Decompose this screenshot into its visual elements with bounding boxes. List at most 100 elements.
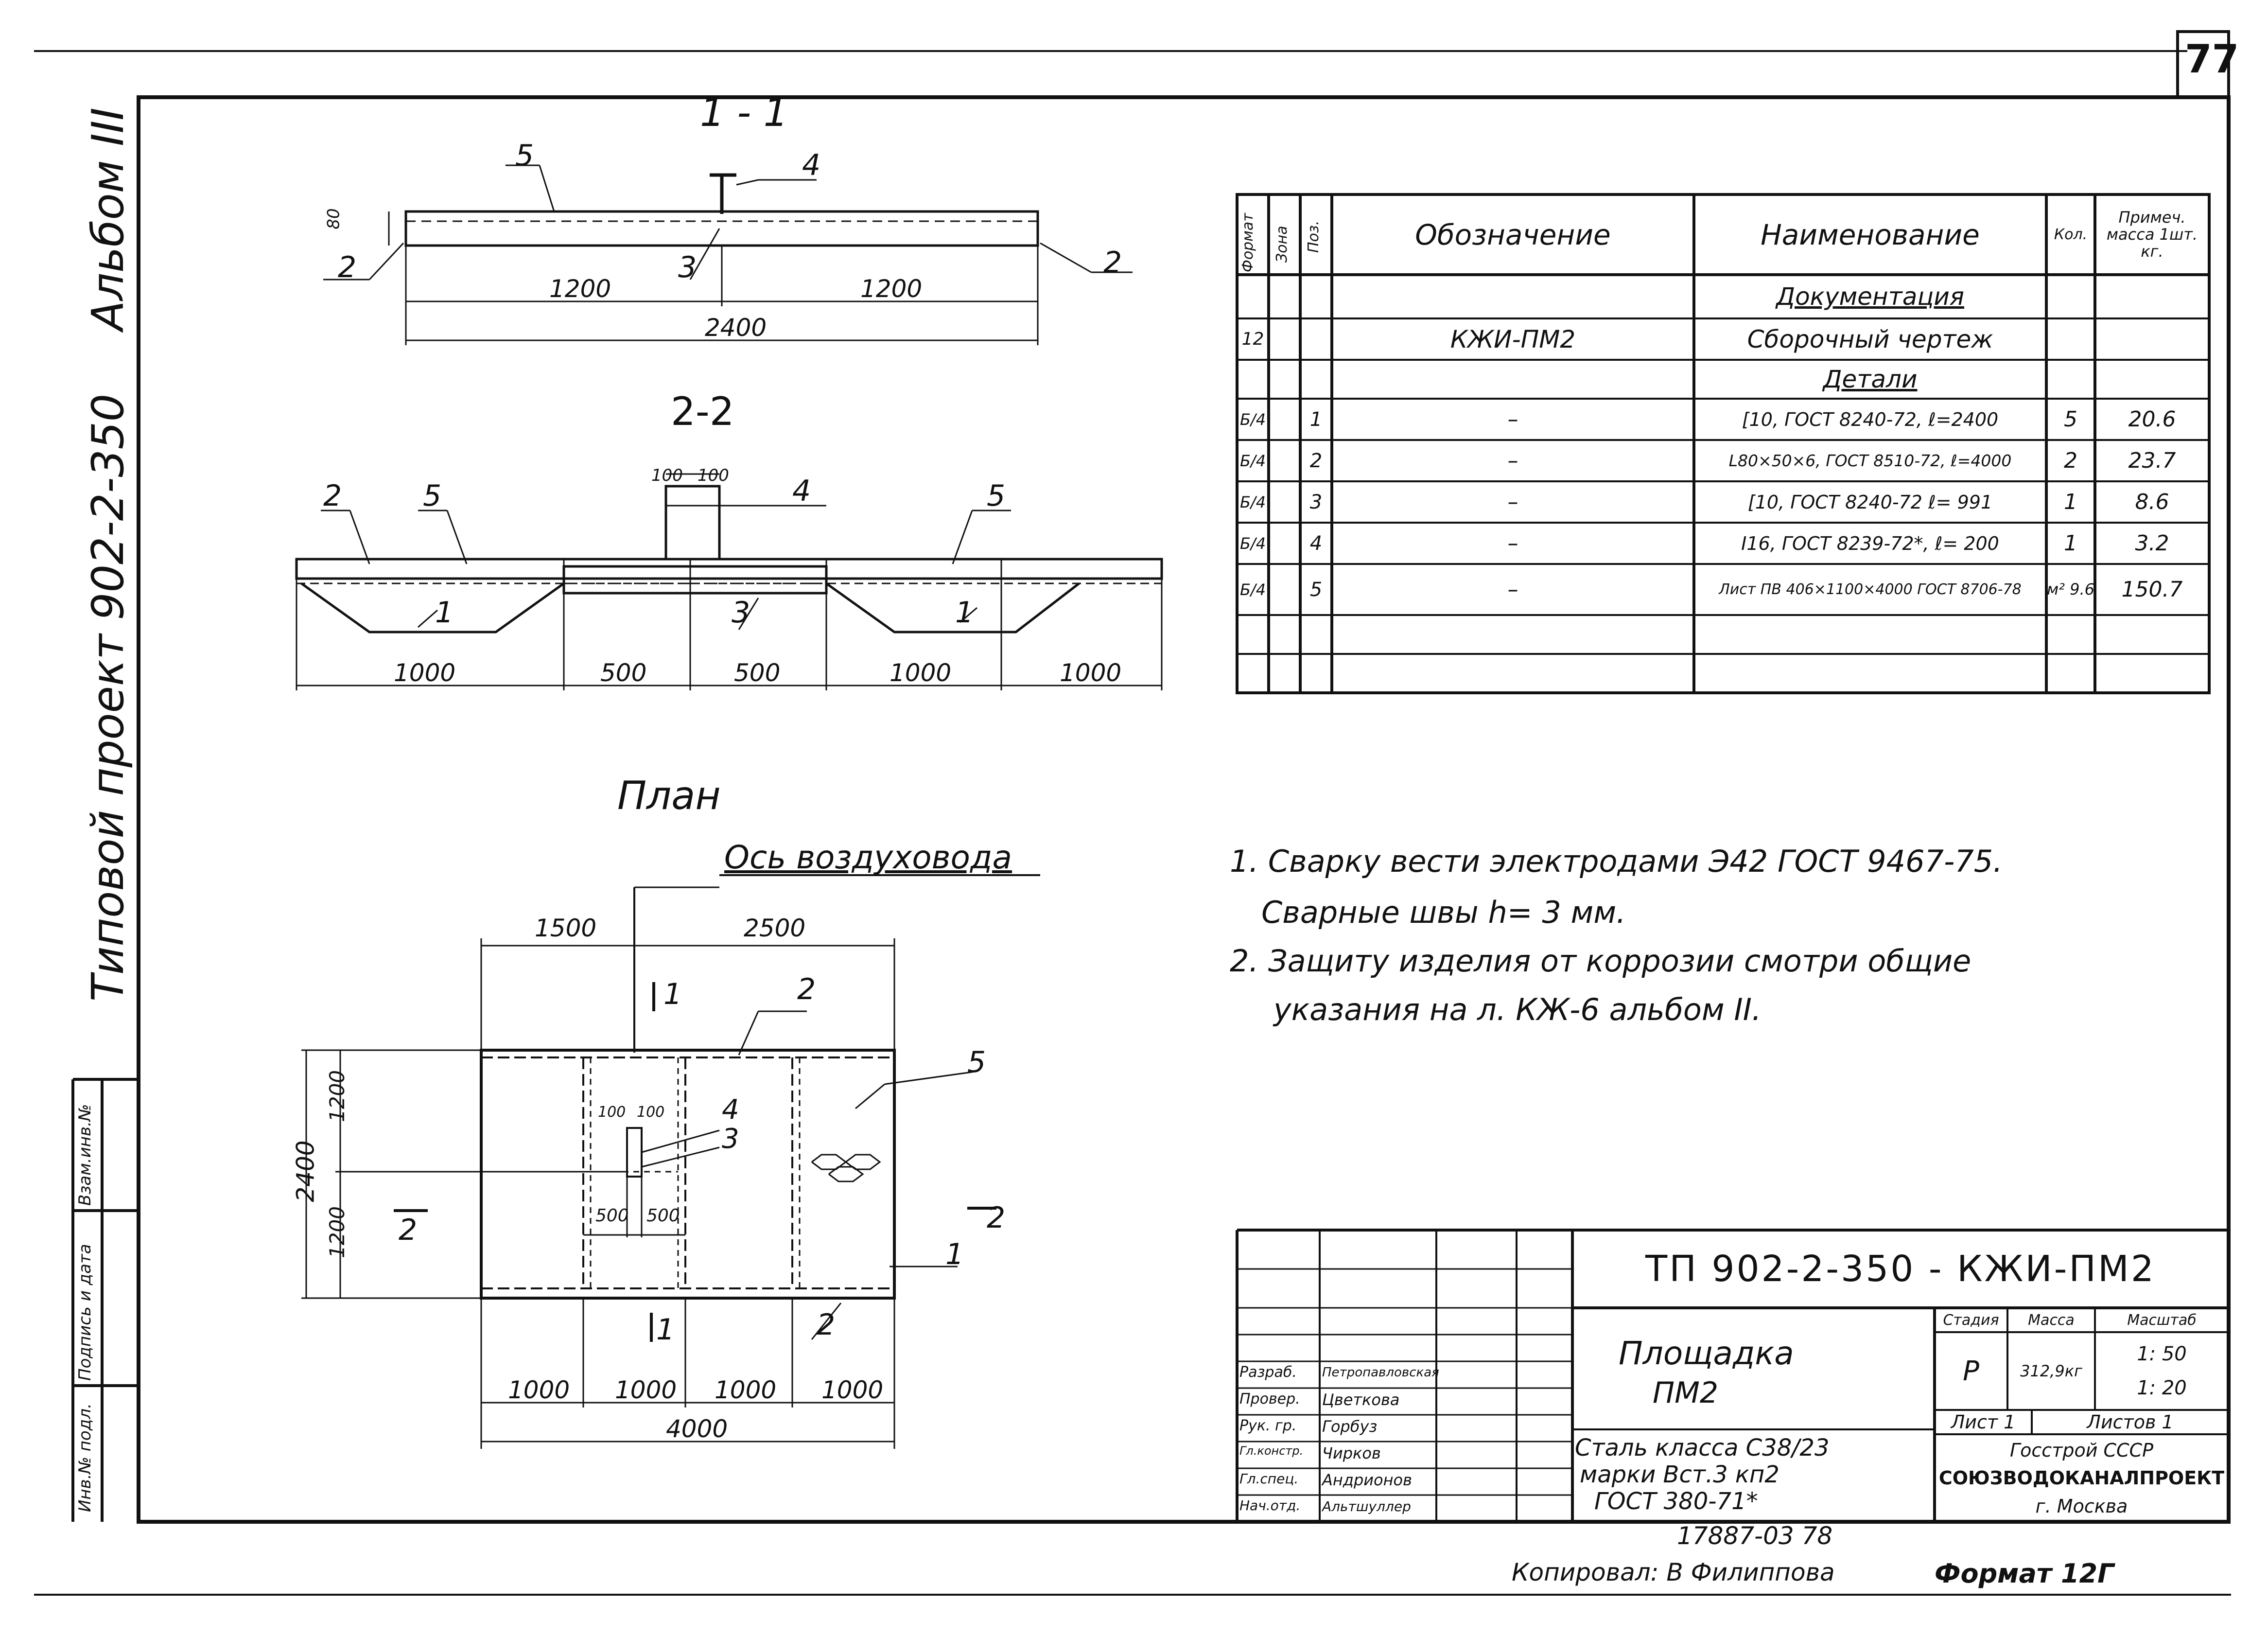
title-scale-label: Масштаб bbox=[2127, 1311, 2197, 1329]
spec-row-3-format: Б/4 bbox=[1239, 493, 1266, 511]
spec-header-format: Формат bbox=[1239, 213, 1256, 272]
mark-s1-5: 5 bbox=[515, 139, 534, 173]
spec-row-3-qty: 1 bbox=[2064, 490, 2077, 514]
spec-header-zone: Зона bbox=[1274, 226, 1291, 263]
role-2: Рук. гр. bbox=[1239, 1417, 1297, 1434]
role-5: Нач.отд. bbox=[1239, 1497, 1301, 1514]
spec-row-0-name: Сборочный чертеж bbox=[1747, 325, 1993, 353]
side-strip-label-1: Инв.№ подл. bbox=[75, 1403, 95, 1512]
mark-s2-1-left: 1 bbox=[435, 596, 454, 630]
spec-row-0-format: 12 bbox=[1241, 329, 1264, 349]
spec-header-pos: Поз. bbox=[1305, 220, 1322, 253]
mark-s2-1-right: 1 bbox=[955, 596, 974, 630]
dim-plan-inner-100b: 100 bbox=[637, 1104, 665, 1121]
title-code: ТП 902-2-350 - КЖИ-ПМ2 bbox=[1645, 1248, 2156, 1290]
spec-row-3-note: 8.6 bbox=[2135, 490, 2169, 514]
note-2b: указания на л. КЖ-6 альбом II. bbox=[1274, 992, 1762, 1027]
spec-header-note: Примеч. масса 1шт. кг. bbox=[2106, 208, 2198, 261]
spec-header-qty: Кол. bbox=[2054, 226, 2088, 243]
footer-format: Формат 12Г bbox=[1935, 1558, 2114, 1589]
role-0-name: Петропавловская bbox=[1322, 1365, 1439, 1380]
role-3: Гл.констр. bbox=[1239, 1444, 1304, 1458]
dim-plan-inner-500a: 500 bbox=[595, 1206, 629, 1226]
mark-plan-3: 3 bbox=[722, 1123, 739, 1155]
dim-s1-right: 1200 bbox=[860, 275, 923, 303]
note-2: 2. Защиту изделия от коррозии смотри общ… bbox=[1230, 943, 1971, 979]
spec-header-name: Наименование bbox=[1761, 218, 1980, 251]
spec-row-1-qty: 5 bbox=[2064, 407, 2077, 432]
dim-plan-b3: 1000 bbox=[715, 1376, 777, 1404]
dim-s2-d5: 1000 bbox=[1060, 659, 1122, 687]
spec-row-5-designation: – bbox=[1507, 577, 1518, 602]
title-material-3: ГОСТ 380-71* bbox=[1594, 1488, 1758, 1515]
title-scale-1: 1: 50 bbox=[2137, 1343, 2187, 1365]
cut-mark-2-right: 2 bbox=[987, 1201, 1006, 1235]
note-1b: Сварные швы h= 3 мм. bbox=[1261, 895, 1626, 930]
spec-row-4-note: 3.2 bbox=[2135, 531, 2169, 556]
dim-s2-top-b: 100 bbox=[698, 466, 729, 485]
role-5-name: Альтшуллер bbox=[1322, 1498, 1411, 1514]
title-stage: Р bbox=[1963, 1355, 1979, 1387]
dim-s1-h80: 80 bbox=[324, 208, 344, 229]
spec-row-4-name: I16, ГОСТ 8239-72*, ℓ= 200 bbox=[1741, 532, 1999, 554]
spec-row-2-format: Б/4 bbox=[1239, 451, 1266, 470]
footer-archive: 17887-03 78 bbox=[1677, 1522, 1833, 1550]
role-1-name: Цветкова bbox=[1322, 1391, 1400, 1409]
dim-plan-left-top: 1200 bbox=[325, 1070, 349, 1122]
dim-s1-left: 1200 bbox=[549, 275, 611, 303]
mark-plan-5: 5 bbox=[967, 1045, 986, 1079]
dim-plan-inner-100a: 100 bbox=[598, 1104, 626, 1121]
dim-plan-total: 4000 bbox=[666, 1415, 728, 1443]
role-0: Разраб. bbox=[1239, 1364, 1297, 1381]
spec-row-4-format: Б/4 bbox=[1239, 534, 1266, 553]
spec-header-designation: Обозначение bbox=[1415, 218, 1611, 251]
spec-section-parts: Детали bbox=[1823, 365, 1918, 393]
spec-row-5-pos: 5 bbox=[1309, 578, 1323, 601]
spec-row-4-qty: 1 bbox=[2064, 531, 2077, 556]
spec-section-docs: Документация bbox=[1776, 282, 1964, 311]
side-project-label: Типовой проект 902-2-350 bbox=[83, 393, 134, 1002]
dim-s1-total: 2400 bbox=[705, 314, 767, 342]
spec-row-5-name: Лист ПВ 406×1100×4000 ГОСТ 8706-78 bbox=[1719, 581, 2022, 598]
spec-row-2-name: L80×50×6, ГОСТ 8510-72, ℓ=4000 bbox=[1728, 451, 2012, 470]
note-1: 1. Сварку вести электродами Э42 ГОСТ 946… bbox=[1230, 844, 2003, 879]
dim-plan-left-bot: 1200 bbox=[325, 1206, 349, 1258]
cut-mark-1-top: 1 bbox=[663, 977, 682, 1011]
title-sheets: Листов 1 bbox=[2087, 1411, 2174, 1433]
spec-row-5-qty: м² 9.6 bbox=[2046, 580, 2095, 598]
title-org-2: СОЮЗВОДОКАНАЛПРОЕКТ bbox=[1938, 1467, 2225, 1489]
mark-s1-2-left: 2 bbox=[338, 250, 357, 284]
dim-plan-left-total: 2400 bbox=[291, 1140, 320, 1202]
spec-row-3-name: [10, ГОСТ 8240-72 ℓ= 991 bbox=[1747, 491, 1993, 513]
cut-mark-1-bottom: 1 bbox=[656, 1313, 675, 1347]
spec-row-2-qty: 2 bbox=[2064, 448, 2077, 473]
mark-s1-3: 3 bbox=[678, 250, 697, 284]
dim-plan-b1: 1000 bbox=[508, 1376, 570, 1404]
mark-plan-2-bottom: 2 bbox=[817, 1308, 836, 1342]
section-2-title: 2-2 bbox=[671, 389, 734, 434]
mark-s2-2: 2 bbox=[323, 479, 342, 513]
spec-row-4-designation: – bbox=[1507, 531, 1518, 556]
spec-row-3-pos: 3 bbox=[1309, 491, 1323, 513]
role-1: Провер. bbox=[1239, 1391, 1300, 1408]
title-stage-label: Стадия bbox=[1943, 1311, 1999, 1329]
dim-plan-b4: 1000 bbox=[821, 1376, 884, 1404]
title-name-1: Площадка bbox=[1619, 1335, 1794, 1372]
spec-row-5-note: 150.7 bbox=[2121, 577, 2183, 602]
mark-s1-2-right: 2 bbox=[1103, 246, 1122, 280]
spec-row-1-pos: 1 bbox=[1309, 408, 1323, 431]
title-name-2: ПМ2 bbox=[1653, 1376, 1719, 1410]
dim-plan-top-left: 1500 bbox=[535, 914, 597, 942]
cut-mark-2-left: 2 bbox=[399, 1213, 418, 1247]
mark-plan-4: 4 bbox=[722, 1094, 739, 1126]
spec-row-1-format: Б/4 bbox=[1239, 410, 1266, 429]
dim-s2-d4: 1000 bbox=[890, 659, 952, 687]
role-3-name: Чирков bbox=[1322, 1444, 1381, 1462]
title-sheet: Лист 1 bbox=[1951, 1411, 2016, 1433]
mark-s2-5-left: 5 bbox=[423, 479, 442, 513]
title-mass-label: Масса bbox=[2028, 1311, 2075, 1329]
spec-row-0-designation: КЖИ-ПМ2 bbox=[1450, 325, 1576, 353]
spec-row-5-format: Б/4 bbox=[1239, 580, 1266, 599]
side-strip-label-3: Взам.инв.№ bbox=[75, 1104, 95, 1206]
title-mass: 312,9кг bbox=[2020, 1362, 2082, 1380]
